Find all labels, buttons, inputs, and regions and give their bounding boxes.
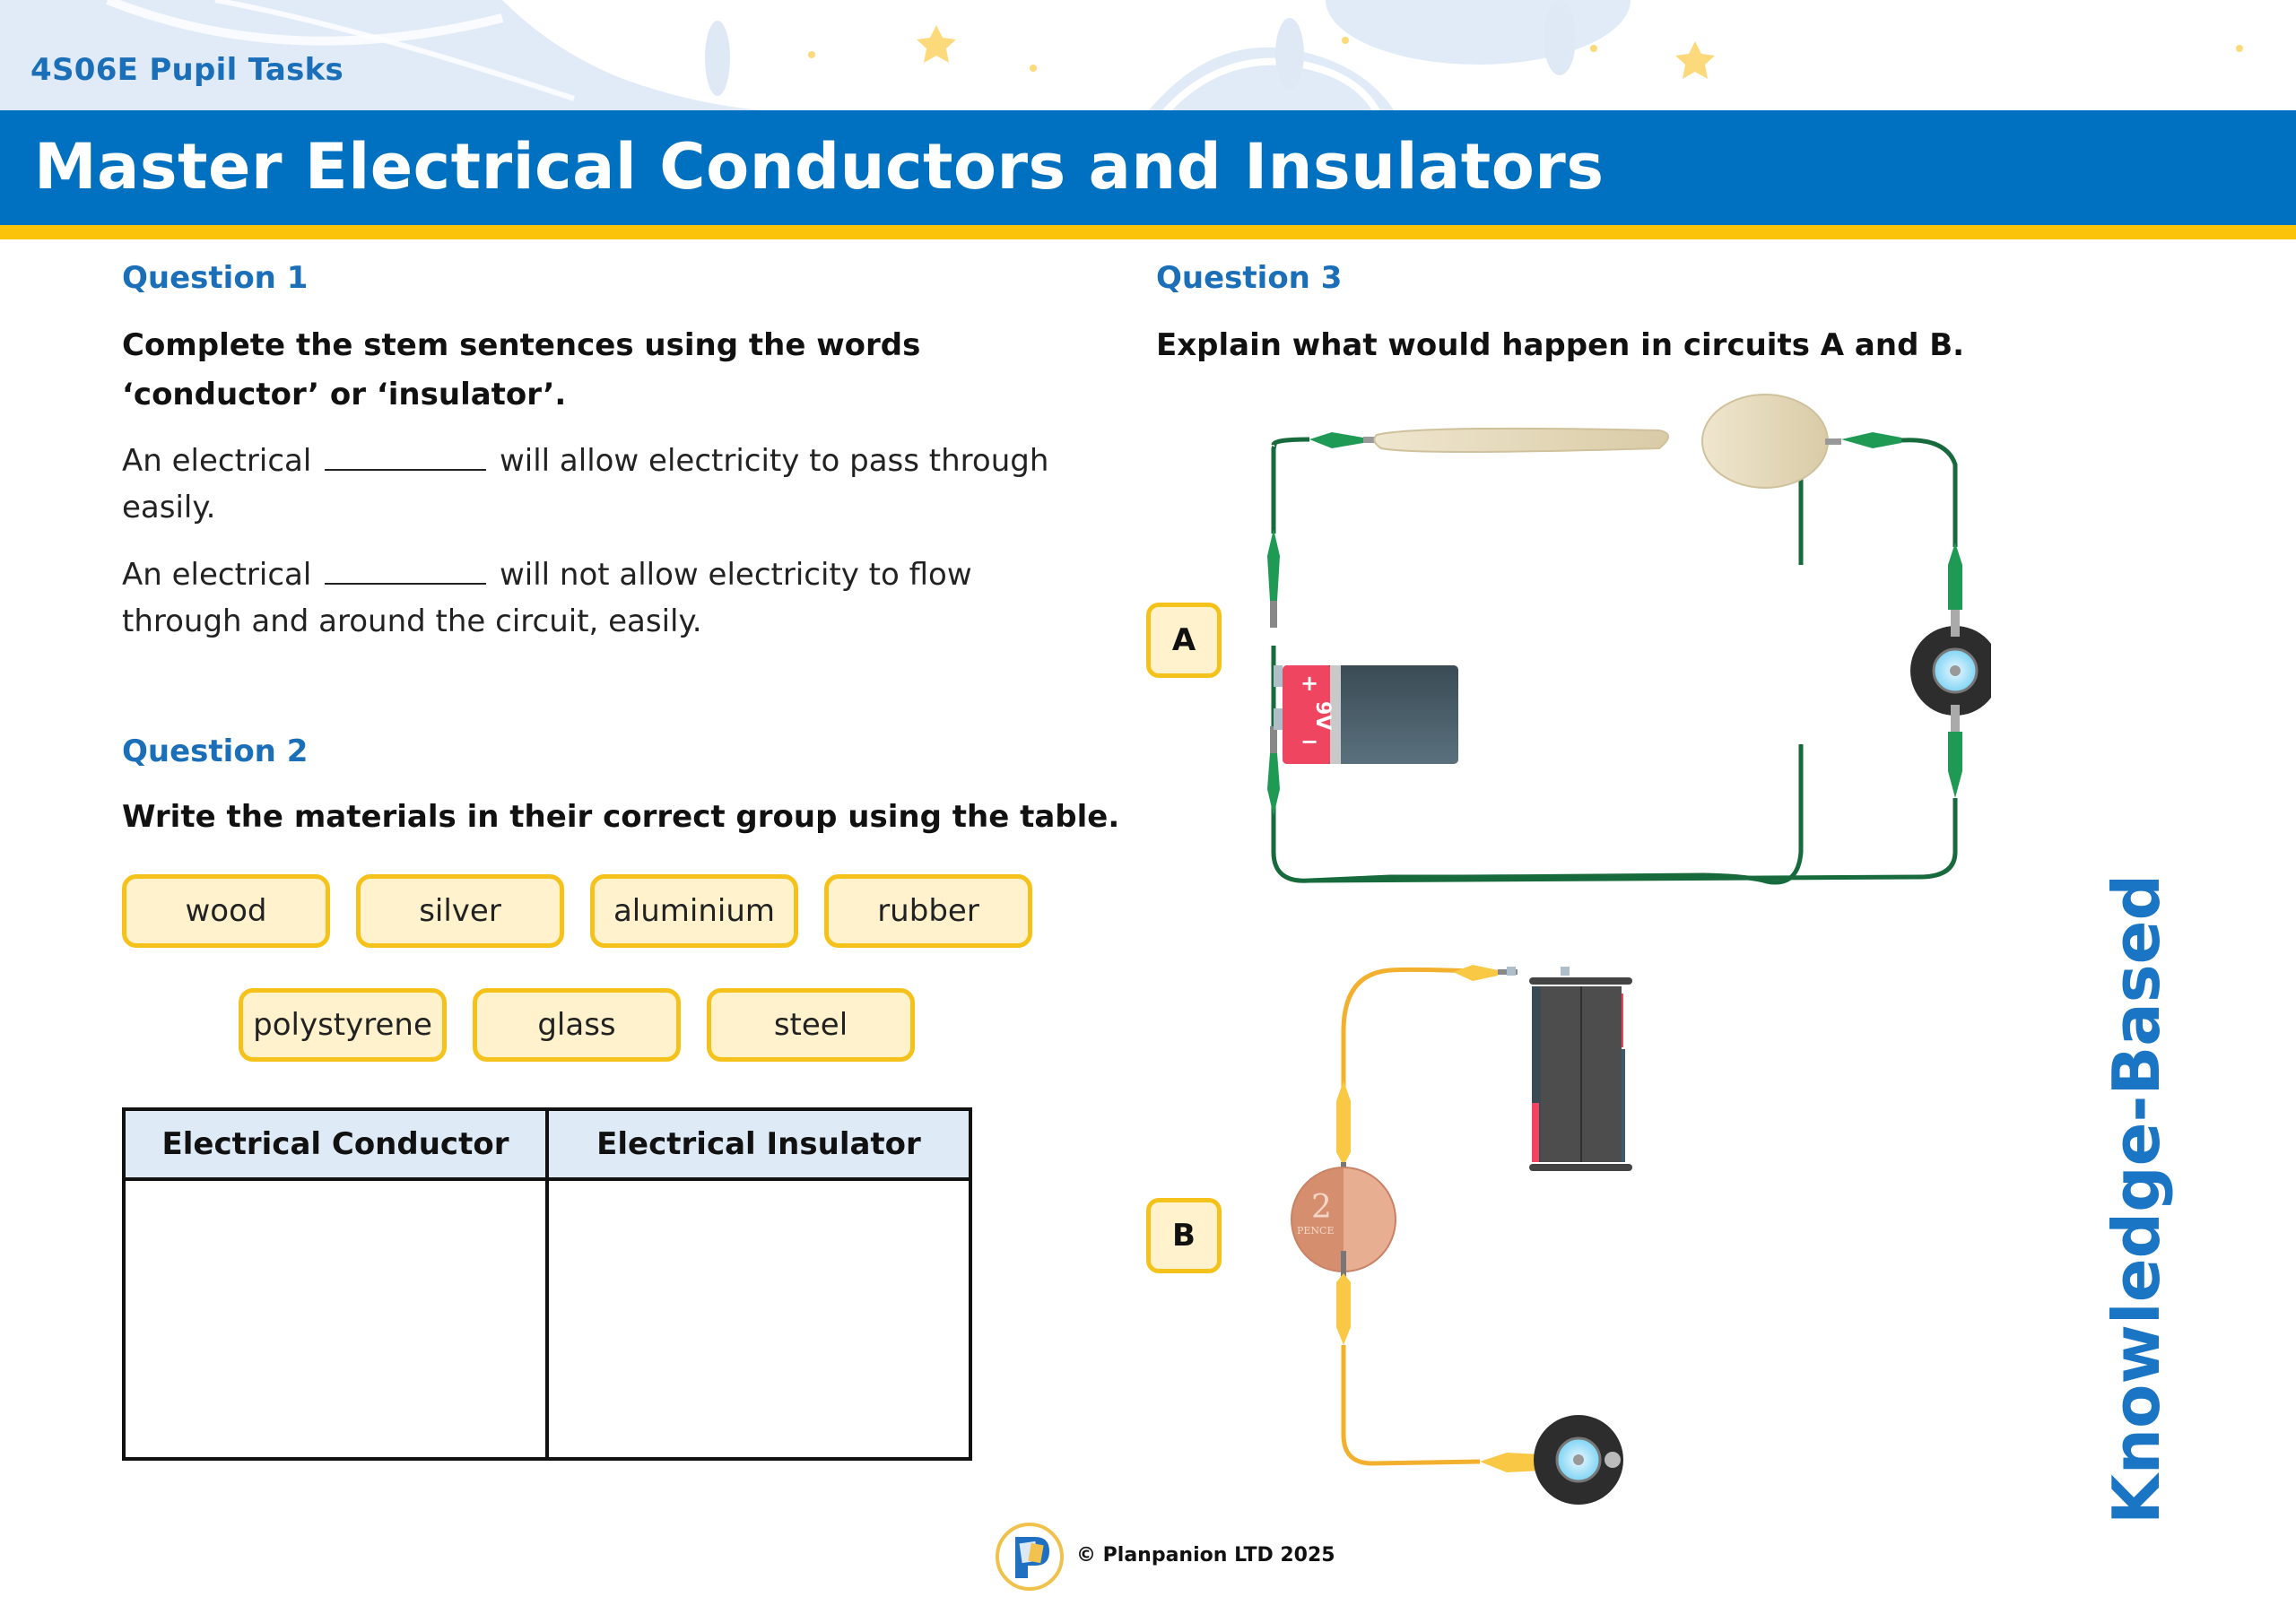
circuit-a-wire	[1271, 442, 1804, 885]
circuit-b-label: B	[1146, 1198, 1222, 1273]
question-3-heading: Question 3	[1156, 260, 1343, 296]
stem-sentence-2: An electrical will not allow electricity…	[122, 551, 1073, 645]
circuit-a-label: A	[1146, 603, 1222, 678]
battery-holder-icon	[1507, 967, 1632, 1171]
question-3-instruction: Explain what would happen in circuits A …	[1156, 327, 1965, 363]
header-background	[0, 0, 2243, 111]
coin-text: PENCE	[1297, 1225, 1335, 1237]
material-chip-wood[interactable]: wood	[122, 874, 330, 948]
sentence-2-end: will not allow electricity to flow throu…	[122, 557, 972, 639]
question-1-heading: Question 1	[122, 260, 309, 296]
answer-blank-2[interactable]	[325, 556, 487, 585]
battery-plus: +	[1300, 671, 1318, 696]
copyright-text: © Planpanion LTD 2025	[1076, 1544, 1335, 1567]
material-chip-steel[interactable]: steel	[707, 988, 915, 1062]
sentence-1-end: will allow electricity to pass through e…	[122, 443, 1049, 525]
material-chip-polystyrene[interactable]: polystyrene	[239, 988, 447, 1062]
question-2-heading: Question 2	[122, 733, 309, 769]
material-chip-rubber[interactable]: rubber	[824, 874, 1032, 948]
material-chip-aluminium[interactable]: aluminium	[590, 874, 798, 948]
planpanion-logo-icon	[996, 1523, 1064, 1591]
spoon-bowl	[1701, 394, 1829, 489]
sorting-table: Electrical Conductor Electrical Insulato…	[122, 1107, 972, 1461]
task-type-label: Knowledge-Based	[2099, 873, 2174, 1524]
insulator-answer-cell[interactable]	[545, 1177, 972, 1461]
battery-minus: −	[1300, 729, 1318, 754]
answer-blank-1[interactable]	[325, 442, 487, 471]
material-chip-glass[interactable]: glass	[473, 988, 681, 1062]
question-2-instruction: Write the materials in their correct gro…	[122, 799, 1120, 835]
battery-voltage: 9V	[1311, 701, 1334, 730]
sentence-1-start: An electrical	[122, 443, 312, 479]
circuit-a-diagram: + − 9V	[1267, 394, 1991, 885]
sentence-2-start: An electrical	[122, 557, 312, 593]
circuit-b-diagram: 2 PENCE	[1291, 965, 1632, 1505]
accent-stripe	[0, 225, 2296, 239]
spoon-handle	[1373, 427, 1669, 453]
column-header-conductor: Electrical Conductor	[122, 1107, 549, 1181]
circuit-b-wire	[1341, 967, 1515, 1101]
page-title: Master Electrical Conductors and Insulat…	[34, 130, 1605, 204]
conductor-answer-cell[interactable]	[122, 1177, 549, 1461]
material-chip-silver[interactable]: silver	[356, 874, 564, 948]
crocodile-clip	[1309, 432, 1363, 448]
column-header-insulator: Electrical Insulator	[545, 1107, 972, 1181]
title-bar	[0, 110, 2296, 225]
stem-sentence-1: An electrical will allow electricity to …	[122, 438, 1073, 531]
coin-value: 2	[1311, 1189, 1332, 1226]
question-1-instruction: Complete the stem sentences using the wo…	[122, 327, 921, 412]
lesson-code: 4S06E Pupil Tasks	[30, 52, 344, 88]
